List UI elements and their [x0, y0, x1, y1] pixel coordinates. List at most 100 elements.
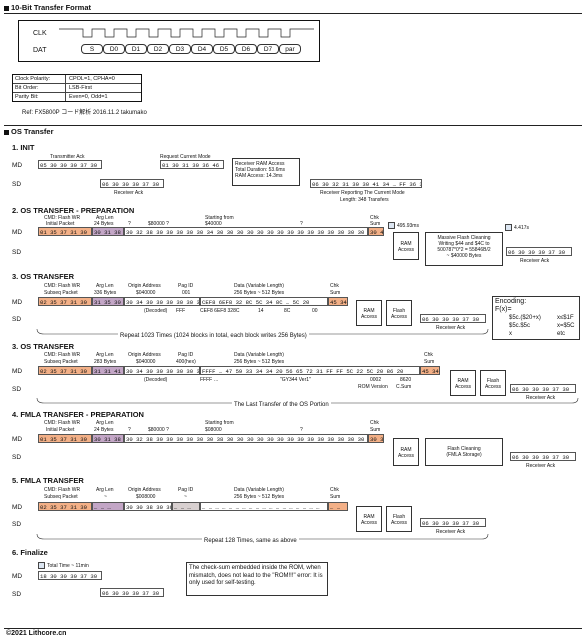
s2-clean-3: ~ $40000 Bytes [446, 253, 482, 259]
s2-hdr2-0: Initial Packet [46, 221, 75, 227]
enc-title: Encoding: [495, 298, 527, 305]
s1-md-cells: 05 30 30 30 37 30 [38, 160, 102, 169]
s3b-hdr2-0: Subseq Packet [44, 359, 78, 365]
s3b-md: MD [12, 368, 23, 375]
s5-title: 5. FMLA TRANSFER [12, 476, 84, 485]
os-rule [4, 125, 582, 126]
s3-chk-cells: 45 34 [328, 297, 348, 306]
s3-hdr-2: Origin Address [128, 283, 161, 289]
s3b-dec-2: "GY344 Ver1" [280, 377, 311, 383]
footer-rule [4, 628, 582, 629]
dat-bit: D0 [103, 44, 125, 54]
settings-row: Bit Order:LSB-First [13, 83, 141, 92]
s3b-last-brace [36, 397, 579, 410]
s2-clean-1: Writing $44 and $4C to [438, 241, 490, 247]
s5-hdr2-4: 256 Bytes ~ 512 Bytes [234, 494, 285, 500]
clk-label: CLK [33, 30, 47, 37]
s5-hdr2-5: Sum [330, 494, 341, 500]
dat-bit: D6 [235, 44, 257, 54]
s3b-chk-cells: 45 34 [420, 366, 440, 375]
s1-sd: SD [12, 181, 22, 188]
s4-md: MD [12, 436, 23, 443]
s4-data-cells: 30 32 38 30 30 30 30 30 30 38 30 30 30 3… [124, 434, 368, 443]
s5-repeat: Repeat 128 Times, same as above [202, 538, 299, 545]
s4-hdr2-3: $80000 ? [148, 427, 169, 433]
s1-access-title: Receiver RAM Access [235, 161, 285, 167]
s2-data-cells: 30 32 38 30 30 30 30 30 34 30 30 30 30 3… [124, 227, 368, 236]
s4-sd: SD [12, 454, 22, 461]
s5-hdr-5: Chk [330, 487, 339, 493]
s3b-rom-version: ROM Version [358, 384, 388, 390]
settings-key: Parity Bit: [13, 93, 66, 101]
s4-rx-ack: Receiver Ack [526, 463, 556, 469]
s3-hdr-5: Chk [330, 283, 339, 289]
s4-clean-0: Flash Cleaning [447, 446, 481, 452]
s3-sd-cells: 06 30 30 30 37 30 [420, 314, 486, 323]
enc-r1b: x≤$1F [557, 315, 574, 321]
dat-bit: S [81, 44, 103, 54]
s3b-addr-cells: 30 34 30 30 30 30 30 34 30 30 [124, 366, 200, 375]
s3-hdr2-2: $040000 [136, 290, 156, 296]
s1-access-ram: RAM Access: 14.3ms [235, 173, 283, 179]
s1-rep-len: Length: 348 Transfers [340, 197, 389, 203]
s5-hdr2-0: Subseq Packet [44, 494, 78, 500]
s3-hdr-3: Pag ID [178, 283, 194, 289]
s3-repeat: Repeat 1023 Times (1024 blocks in total,… [118, 333, 309, 340]
s3b-last: The Last Transfer of the OS Portion [232, 402, 331, 409]
s5-hdr-0: CMD: Flash WR [44, 487, 81, 493]
s2-hdr2-6: Sum [370, 221, 381, 227]
page-title: 10-Bit Transfer Format [4, 3, 91, 12]
s3-arglen-cells: 31 35 30 [92, 297, 124, 306]
encoding-box: Encoding: F(x)= $5c.($20+x) x≤$1F $5c.$5… [492, 296, 580, 340]
s4-hdr2-5: ? [300, 427, 303, 433]
s3-md: MD [12, 299, 23, 306]
s3-dec-3: 14 [258, 308, 264, 314]
s3b-cmd-cells: 02 35 37 31 30 [38, 366, 92, 375]
s1-tx-ack: Transmitter Ack [50, 154, 85, 160]
settings-value: CPOL=1, CPHA=0 [69, 76, 115, 82]
s4-hdr2-2: ? [128, 427, 131, 433]
s2-md: MD [12, 229, 23, 236]
s4-hdr-0: CMD: Flash WR [44, 420, 81, 426]
timing-waveform [59, 28, 314, 38]
s2-sd: SD [12, 249, 22, 256]
s3b-rx-ack: Receiver Ack [526, 395, 556, 401]
s4-hdr2-6: Sum [370, 427, 381, 433]
settings-key: Clock Polarity: [13, 75, 66, 83]
s3b-hdr-1: Arg Len [96, 352, 114, 358]
enc-fx: F(x)= [495, 306, 512, 313]
s3-hdr-0: CMD: Flash WR [44, 283, 81, 289]
s3-dec-4: 8C [284, 308, 291, 314]
dat-bit: D1 [125, 44, 147, 54]
s2-hdr2-2: ? [128, 221, 131, 227]
s3b-hdr2-5: Sum [424, 359, 435, 365]
s5-repeat-brace [36, 533, 489, 546]
dat-bit: D3 [169, 44, 191, 54]
s3-hdr2-4: 256 Bytes ~ 512 Bytes [234, 290, 285, 296]
s3b-flash-box: Flash Access [480, 370, 506, 396]
s3-hdr2-3: 001 [182, 290, 191, 296]
s5-addr-cells: 30 30 38 30 30 30 [124, 502, 172, 511]
s2-time1: 495.93ms [388, 222, 419, 229]
clock-icon [505, 224, 512, 231]
os-title: OS Transfer [4, 127, 54, 136]
s6-time: Total Time ~ 11min [38, 562, 89, 569]
s3b-dec-0: (Decoded) [144, 377, 168, 383]
dat-bit: par [279, 44, 301, 54]
s2-cmd-cells: 01 35 37 31 30 [38, 227, 92, 236]
s5-rx-ack: Receiver Ack [436, 529, 466, 535]
s3-hdr-1: Arg Len [96, 283, 114, 289]
s4-cmd-cells: 01 35 37 31 30 [38, 434, 92, 443]
clock-icon [38, 562, 45, 569]
s5-md: MD [12, 504, 23, 511]
s6-sd: SD [12, 591, 22, 598]
dat-bit: D2 [147, 44, 169, 54]
s4-hdr2-4: $08000 [205, 427, 222, 433]
s4-title: 4. FMLA TRANSFER - PREPARATION [12, 410, 144, 419]
s5-hdr-1: Arg Len [96, 487, 114, 493]
s5-sd-cells: 06 30 30 30 37 30 [420, 518, 486, 527]
s1-sd-cells: 06 30 30 30 37 30 [100, 179, 164, 188]
s5-sd: SD [12, 521, 22, 528]
s3-dec-2: CEF8 6EF8 328C [200, 308, 240, 314]
